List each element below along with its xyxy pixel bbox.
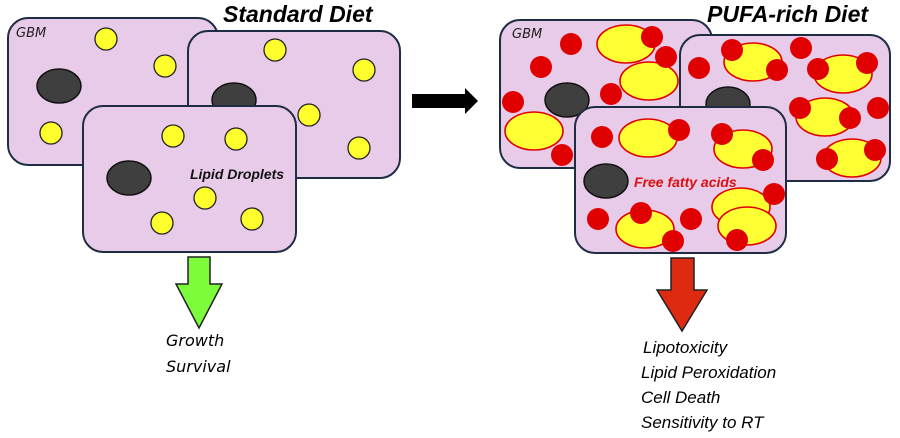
lipid-droplet xyxy=(297,103,321,127)
lipid-droplets-label: Lipid Droplets xyxy=(190,166,284,182)
lipid-droplet xyxy=(263,38,287,62)
outcome-lipid-peroxidation: Lipid Peroxidation xyxy=(641,363,776,382)
down-arrow-red xyxy=(655,257,709,333)
gbm-label: GBM xyxy=(512,27,542,42)
lipid-droplet xyxy=(619,61,679,101)
free-fatty-acid xyxy=(591,126,613,148)
free-fatty-acid xyxy=(530,56,552,78)
free-fatty-acid xyxy=(655,46,677,68)
lipid-droplet xyxy=(224,127,248,151)
free-fatty-acid xyxy=(587,208,609,230)
free-fatty-acid xyxy=(668,119,690,141)
free-fatty-acid xyxy=(816,148,838,170)
free-fatty-acid xyxy=(630,202,652,224)
free-fatty-acid xyxy=(766,59,788,81)
nucleus xyxy=(583,163,629,199)
free-fatty-acid xyxy=(867,97,889,119)
free-fatty-acid xyxy=(560,33,582,55)
free-fatty-acid xyxy=(807,58,829,80)
lipid-droplet xyxy=(39,121,63,145)
free-fatty-acid xyxy=(662,230,684,252)
lipid-droplet xyxy=(94,27,118,51)
lipid-droplet xyxy=(153,54,177,78)
pufa-diet-title: PUFA-rich Diet xyxy=(707,1,869,27)
free-fatty-acid xyxy=(502,91,524,113)
gbm-cell-front: Lipid Droplets xyxy=(82,105,297,253)
free-fatty-acid xyxy=(711,123,733,145)
free-fatty-acid xyxy=(856,52,878,74)
nucleus xyxy=(106,160,152,196)
free-fatty-acid xyxy=(763,183,785,205)
free-fatty-acid xyxy=(688,57,710,79)
standard-diet-title: Standard Diet xyxy=(223,1,374,27)
standard-diet-panel: GBM Lipid Droplets Standard Diet xyxy=(7,1,401,376)
lipid-droplet xyxy=(347,136,371,160)
outcome-cell-death: Cell Death xyxy=(641,388,720,407)
lipid-droplet xyxy=(618,118,678,158)
lipid-droplet xyxy=(240,207,264,231)
free-fatty-acid xyxy=(839,107,861,129)
pufa-diet-panel: GBM xyxy=(499,1,891,432)
free-fatty-acid xyxy=(790,37,812,59)
gbm-cell-front: Free fatty acids xyxy=(574,106,787,254)
lipid-droplet xyxy=(504,111,564,151)
lipid-droplet xyxy=(150,211,174,235)
free-fatty-acid xyxy=(641,26,663,48)
free-fatty-acid xyxy=(680,208,702,230)
lipid-droplet xyxy=(352,58,376,82)
right-arrow-black xyxy=(412,88,478,114)
free-fatty-acid xyxy=(721,39,743,61)
free-fatty-acid xyxy=(726,229,748,251)
down-arrow-green xyxy=(174,256,224,330)
lipid-droplet xyxy=(193,186,217,210)
free-fatty-acid xyxy=(752,149,774,171)
outcome-survival: Survival xyxy=(166,357,231,376)
outcome-growth: Growth xyxy=(166,331,224,350)
free-fatty-acid xyxy=(600,83,622,105)
free-fatty-acid xyxy=(864,139,886,161)
lipid-droplet xyxy=(161,124,185,148)
outcome-sensitivity-to-rt: Sensitivity to RT xyxy=(641,413,765,432)
free-fatty-acids-label: Free fatty acids xyxy=(634,174,737,190)
outcome-lipotoxicity: Lipotoxicity xyxy=(643,338,729,357)
free-fatty-acid xyxy=(551,144,573,166)
free-fatty-acid xyxy=(789,97,811,119)
nucleus xyxy=(36,68,82,104)
nucleus xyxy=(544,82,590,118)
gbm-label: GBM xyxy=(16,26,46,41)
